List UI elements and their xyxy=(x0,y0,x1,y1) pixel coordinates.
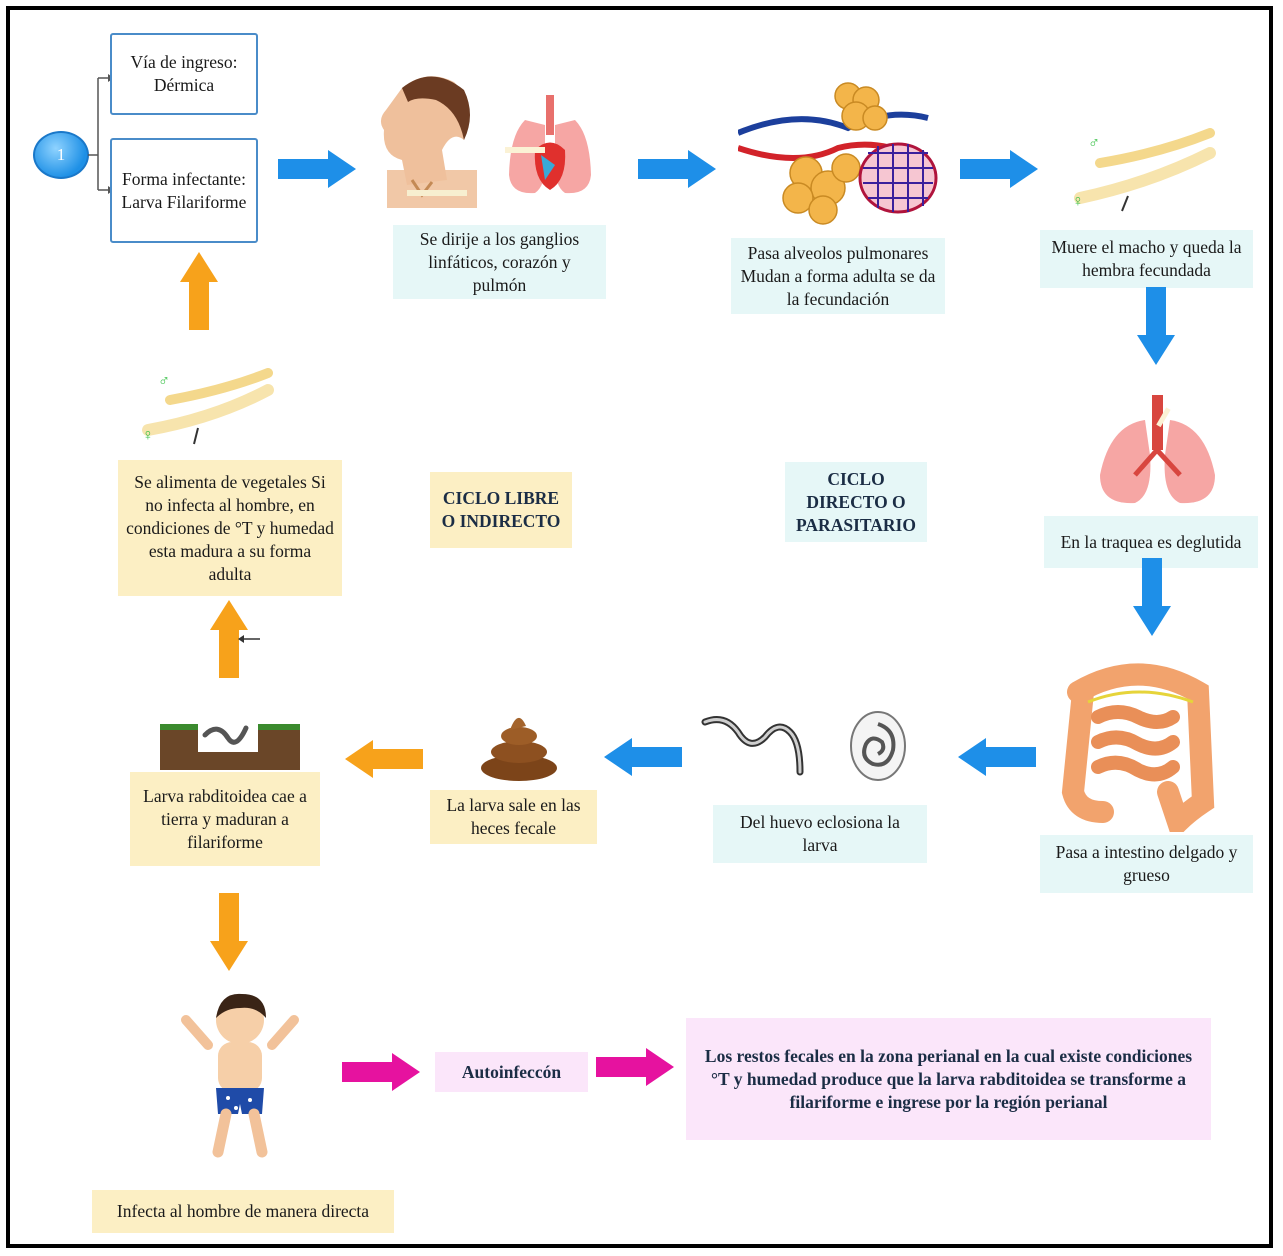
alveoli-step: Pasa alveolos pulmonares Mudan a forma a… xyxy=(731,238,945,314)
intestine-step: Pasa a intestino delgado y grueso xyxy=(1040,835,1253,893)
orange-arrow-up-2 xyxy=(210,600,248,678)
male-dies-step: Muere el macho y queda la hembra fecunda… xyxy=(1040,230,1253,288)
infects-step: Infecta al hombre de manera directa xyxy=(92,1190,394,1233)
lungs-heart-illustration xyxy=(505,95,591,194)
small-pointer-arrow xyxy=(238,635,260,643)
soil-step: Larva rabditoidea cae a tierra y maduran… xyxy=(130,772,320,866)
lymph-nodes-step: Se dirije a los ganglios linfáticos, cor… xyxy=(393,225,606,299)
blue-arrow-down-2 xyxy=(1133,558,1171,636)
intestine-illustration xyxy=(1061,663,1215,832)
female-symbol-2: ♀ xyxy=(142,427,154,444)
blue-arrow-down-1 xyxy=(1137,287,1175,365)
trachea-lungs-illustration xyxy=(1100,395,1215,504)
free-living-worms-illustration: ♂ ♀ xyxy=(142,368,274,445)
autoinfection-description: Los restos fecales en la zona perianal e… xyxy=(686,1018,1211,1140)
male-female-worms-illustration: ♂ ♀ xyxy=(1072,128,1216,212)
human-head-illustration xyxy=(380,76,477,208)
male-symbol: ♂ xyxy=(1088,135,1100,152)
egg-illustration xyxy=(850,711,906,781)
autoinfection-label: Autoinfeccón xyxy=(435,1052,588,1092)
alveoli-illustration xyxy=(738,82,938,225)
entry-route-box: Vía de ingreso: Dérmica xyxy=(110,33,258,115)
hatch-step: Del huevo eclosiona la larva xyxy=(713,805,927,863)
blue-arrow-right-1 xyxy=(278,150,356,188)
blue-arrow-left-2 xyxy=(604,738,682,776)
feces-step: La larva sale en las heces fecale xyxy=(430,790,597,844)
male-symbol-2: ♂ xyxy=(158,373,170,390)
blue-arrow-right-2 xyxy=(638,150,716,188)
soil-larva-illustration xyxy=(160,722,300,770)
orange-arrow-up-1 xyxy=(180,252,218,330)
step-number-badge: 1 xyxy=(33,131,89,179)
blue-arrow-left-1 xyxy=(958,738,1036,776)
feces-illustration xyxy=(481,717,557,781)
magenta-arrow-2 xyxy=(596,1048,674,1086)
direct-cycle-label: CICLO DIRECTO O PARASITARIO xyxy=(785,462,927,542)
magenta-arrow-1 xyxy=(342,1053,420,1091)
female-symbol: ♀ xyxy=(1072,193,1084,210)
diagram-frame xyxy=(6,6,1273,1248)
infective-form-box: Forma infectante: Larva Filariforme xyxy=(110,138,258,243)
free-cycle-label: CICLO LIBRE O INDIRECTO xyxy=(430,472,572,548)
orange-arrow-left xyxy=(345,740,423,778)
orange-arrow-down xyxy=(210,893,248,971)
vegetables-step: Se alimenta de vegetales Si no infecta a… xyxy=(118,460,342,596)
blue-arrow-right-3 xyxy=(960,150,1038,188)
child-illustration xyxy=(181,993,299,1158)
hatched-larva-illustration xyxy=(701,716,804,776)
